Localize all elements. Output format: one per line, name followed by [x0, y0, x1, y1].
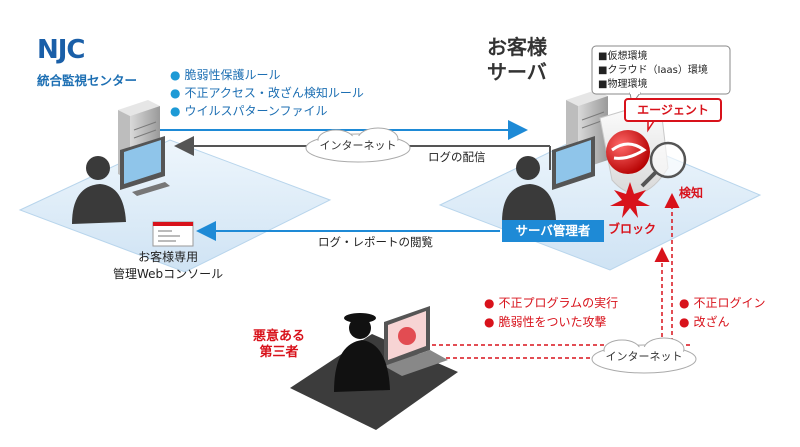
- env-cloud: ■クラウド（Iaas）環境: [598, 65, 708, 76]
- malicious-third-party-label: 悪意ある 第三者: [253, 329, 306, 361]
- attacker-laptop-icon: [384, 306, 448, 376]
- internet-label-top: インターネット: [319, 139, 397, 152]
- agent-ball-icon: [606, 130, 650, 174]
- internet-cloud-bottom: [591, 337, 697, 374]
- env-virtual: ■仮想環境: [598, 51, 648, 62]
- detect-label: 検知: [679, 186, 704, 200]
- env-physical: ■物理環境: [598, 79, 648, 90]
- magnifier-icon: [640, 141, 687, 188]
- attack-item-vulnerability: ●脆弱性をついた攻撃: [484, 315, 607, 329]
- agent-label: エージェント: [624, 98, 722, 122]
- web-console-label: お客様専用 管理Webコンソール: [113, 250, 224, 282]
- server-admin-label: サーバ管理者: [502, 220, 604, 242]
- rule-item-virus-pattern: ●ウイルスパターンファイル: [170, 104, 328, 118]
- njc-logo: NJC: [37, 35, 86, 65]
- environment-bubble: [591, 45, 731, 106]
- log-distribution-label: ログの配信: [428, 150, 486, 164]
- monitoring-center-title: 統合監視センター: [37, 73, 138, 88]
- attack-item-malware: ●不正プログラムの実行: [484, 296, 619, 310]
- njc-monitor-icon: [120, 136, 170, 196]
- block-burst-icon: [610, 182, 650, 218]
- block-label: ブロック: [608, 222, 657, 236]
- customer-monitor-icon: [552, 136, 595, 190]
- rule-item-vulnerability: ●脆弱性保護ルール: [170, 68, 281, 82]
- njc-operator-icon: [72, 156, 126, 224]
- intrusion-item-login: ●不正ログイン: [679, 296, 766, 310]
- server-admin-person-icon: [502, 156, 556, 222]
- web-console-icon: [152, 221, 194, 247]
- intrusion-item-tamper: ●改ざん: [679, 315, 730, 329]
- internet-label-bottom: インターネット: [605, 350, 683, 363]
- attacker-person-icon: [334, 313, 390, 392]
- customer-server-title: お客様 サーバ: [487, 35, 547, 84]
- rule-item-intrusion: ●不正アクセス・改ざん検知ルール: [170, 86, 364, 100]
- log-report-view-label: ログ・レポートの閲覧: [318, 235, 433, 249]
- internet-cloud-top: [305, 127, 411, 163]
